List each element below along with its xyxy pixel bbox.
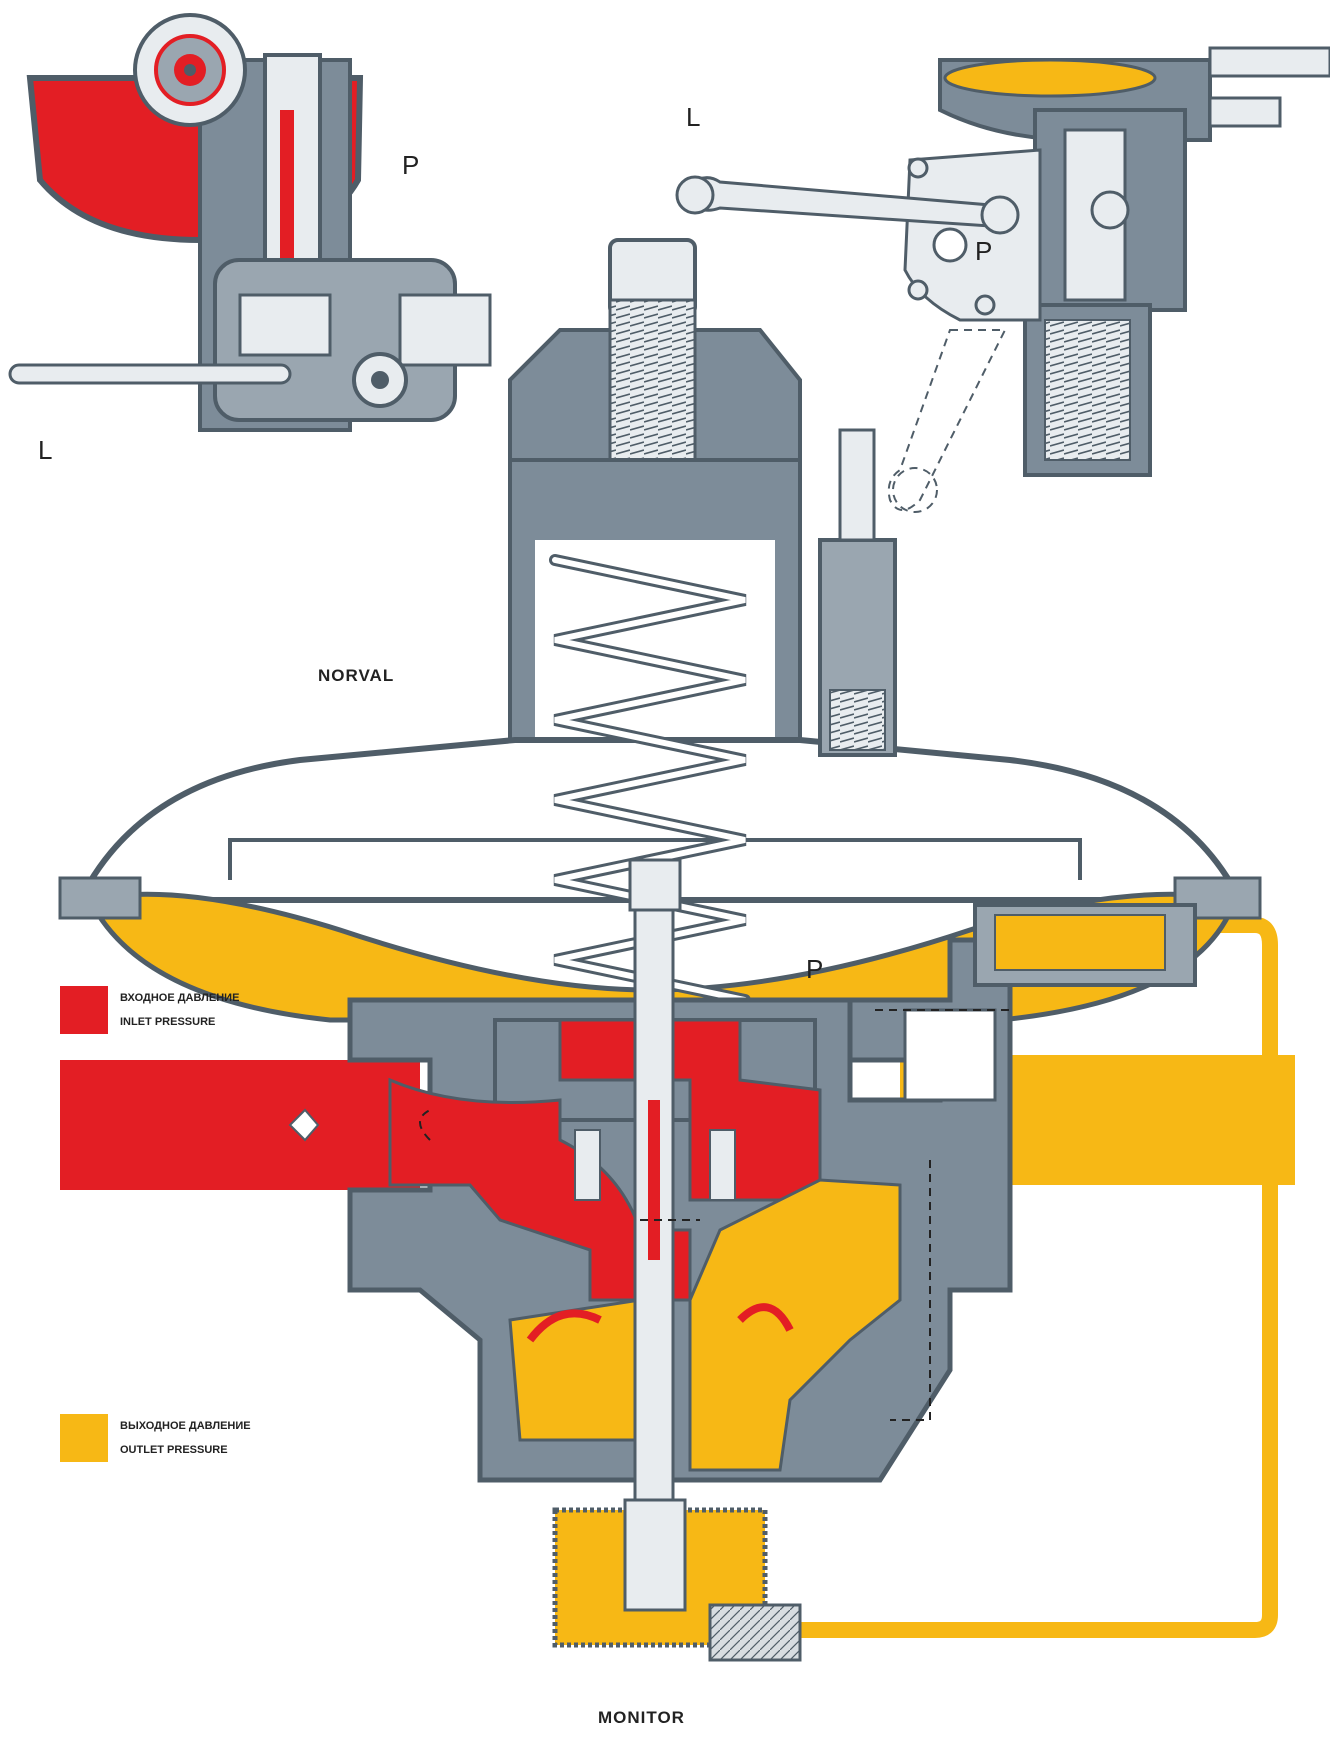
norval-label: NORVAL: [318, 666, 395, 685]
callout-p-top-left: P: [402, 150, 420, 180]
tr-diaphragm-yellow: [943, 58, 1157, 98]
top-left-detail: [8, 13, 492, 432]
callout-p-top-right: P: [975, 236, 993, 266]
impulse-line: [419, 1009, 1010, 1421]
legend-swatch-outlet: [60, 1414, 108, 1462]
tl-lever-arm: [8, 363, 292, 385]
callout-l-top-left: L: [38, 435, 53, 465]
valve-stem: [633, 868, 675, 1512]
tr-lever-dashed: [887, 329, 1007, 511]
outlet-cavity: [688, 1178, 902, 1472]
legend-inlet-ru: ВХОДНОЕ ДАВЛЕНИЕ: [120, 992, 240, 1004]
callout-l-top-right: L: [686, 102, 701, 132]
diaphragm-plate: [228, 838, 1082, 880]
main-spring: [549, 554, 751, 1006]
monitor-label: MONITOR: [598, 1708, 685, 1727]
legend-inlet-en: INLET PRESSURE: [120, 1016, 216, 1028]
tr-spring: [1044, 319, 1131, 461]
legend-outlet-ru: ВЫХОДНОЕ ДАВЛЕНИЕ: [120, 1420, 251, 1432]
sensing-line: [800, 917, 1278, 1638]
legend-outlet: ВЫХОДНОЕ ДАВЛЕНИЕ OUTLET PRESSURE: [60, 1414, 251, 1462]
tr-plate: [903, 148, 1042, 322]
callout-p-body: P: [806, 954, 824, 984]
main-regulator: [58, 238, 1295, 1662]
legend-inlet: ВХОДНОЕ ДАВЛЕНИЕ INLET PRESSURE: [60, 986, 239, 1034]
inlet-pipe: [60, 1060, 420, 1190]
legend-outlet-en: OUTLET PRESSURE: [120, 1444, 228, 1456]
legend-swatch-inlet: [60, 986, 108, 1034]
top-right-detail: [675, 46, 1330, 513]
